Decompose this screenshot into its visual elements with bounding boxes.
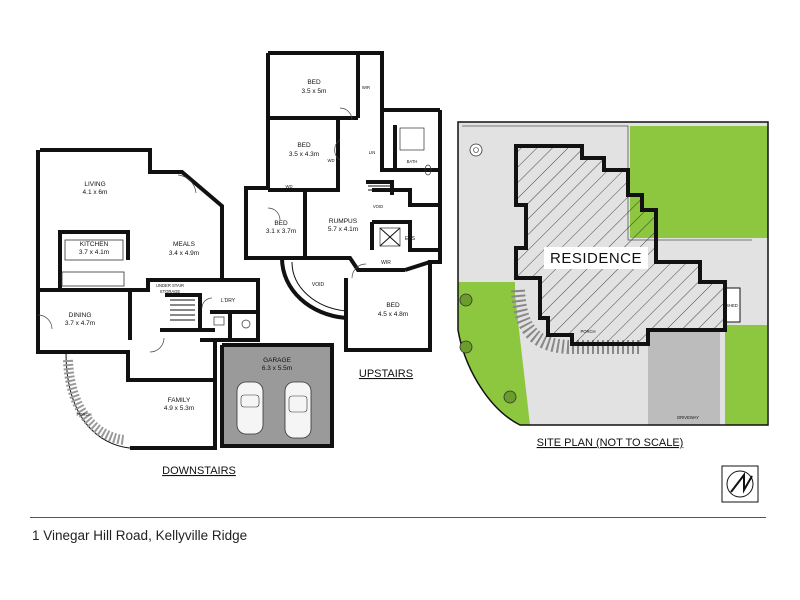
stairs <box>165 293 202 330</box>
bath-label: BATH <box>407 159 418 164</box>
living-label: LIVING <box>84 181 105 188</box>
shed-label: SHED <box>726 303 738 308</box>
downstairs-title: DOWNSTAIRS <box>162 465 236 477</box>
bed-mid-size: 3.5 x 4.3m <box>289 151 319 158</box>
bed-left-size: 3.1 x 3.7m <box>266 228 296 235</box>
driveway <box>648 330 720 425</box>
garage-size: 6.3 x 5.5m <box>262 365 292 372</box>
north-arrow-icon <box>721 465 759 503</box>
car-icon <box>236 381 264 435</box>
wir-small-label: WIR <box>362 85 370 90</box>
porch-label: PORCH <box>76 412 91 417</box>
site-plan: RESIDENCE PORCH SHED DRIVEWAY SITE PLAN … <box>457 121 769 449</box>
under-stair-label-2: STORAGE <box>160 289 181 294</box>
bed-left-label: BED <box>274 220 288 227</box>
stair-void-label: VOID <box>373 204 383 209</box>
site-porch-label: PORCH <box>580 329 595 334</box>
dining-label: DINING <box>69 312 92 319</box>
lawn <box>458 282 530 425</box>
bed-top-label: BED <box>307 79 321 86</box>
garage <box>220 343 334 448</box>
garage-label: GARAGE <box>263 357 291 364</box>
tree-icon <box>459 340 473 354</box>
site-plan-title: SITE PLAN (NOT TO SCALE) <box>537 437 684 449</box>
laundry-label: L'DRY <box>221 298 236 304</box>
kitchen-size: 3.7 x 4.1m <box>79 249 109 256</box>
family-label: FAMILY <box>168 397 191 404</box>
bed-main-label: BED <box>386 302 400 309</box>
divider <box>30 517 766 518</box>
wir-label: WIR <box>381 260 391 266</box>
property-address: 1 Vinegar Hill Road, Kellyville Ridge <box>32 528 248 543</box>
rumpus-size: 5.7 x 4.1m <box>328 226 358 233</box>
meals-label: MEALS <box>173 241 196 248</box>
residence-footprint <box>514 144 727 346</box>
living-size: 4.1 x 6m <box>83 189 108 196</box>
lin-label: LIN <box>369 150 376 155</box>
driveway-label: DRIVEWAY <box>677 415 699 420</box>
wd-top-label: WD <box>328 158 335 163</box>
tree-icon <box>503 390 517 404</box>
rumpus-label: RUMPUS <box>329 218 358 225</box>
upstairs-plan: BED 3.5 x 5m BED 3.5 x 4.3m BED 3.1 x 3.… <box>244 51 442 380</box>
bed-main-size: 4.5 x 4.8m <box>378 311 408 318</box>
dining-size: 3.7 x 4.7m <box>65 320 95 327</box>
under-stair-label: UNDER STAIR <box>156 283 184 288</box>
kitchen-label: KITCHEN <box>80 241 109 248</box>
car-icon <box>284 381 312 439</box>
bed-mid-label: BED <box>297 142 311 149</box>
tree-icon <box>469 143 483 157</box>
lawn <box>725 325 767 425</box>
residence-label: RESIDENCE <box>550 250 642 267</box>
upstairs-title: UPSTAIRS <box>359 368 413 380</box>
meals-size: 3.4 x 4.9m <box>169 250 199 257</box>
wd-left-label: WD <box>286 184 293 189</box>
family-size: 4.9 x 5.3m <box>164 405 194 412</box>
ens-label: ENS <box>405 236 416 242</box>
bed-top-size: 3.5 x 5m <box>302 88 327 95</box>
downstairs-plan: LIVING 4.1 x 6m KITCHEN 3.7 x 4.1m MEALS… <box>36 148 334 477</box>
void-label: VOID <box>312 282 325 288</box>
tree-icon <box>459 293 473 307</box>
